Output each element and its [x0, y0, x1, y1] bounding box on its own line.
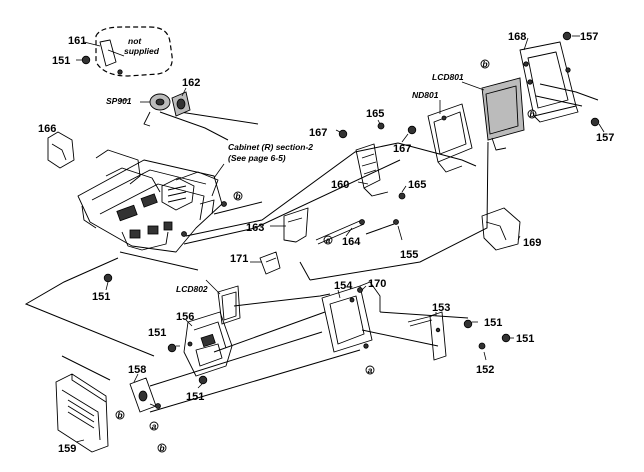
marker-b-2: b: [529, 109, 534, 119]
part-163-bracket: [283, 207, 309, 243]
label-163: 163: [246, 222, 264, 234]
label-166: 166: [38, 123, 56, 135]
part-159-cover: [55, 373, 109, 453]
screw-157-a-icon: [562, 31, 572, 41]
label-154: 154: [334, 280, 353, 292]
label-169: 169: [523, 237, 541, 249]
marker-a-2: a: [368, 365, 373, 375]
label-171: 171: [230, 253, 248, 265]
label-164: 164: [342, 236, 361, 248]
screws: [81, 31, 600, 409]
part-160-bracket: [355, 143, 389, 197]
label-155: 155: [400, 249, 418, 261]
label-151-d: 151: [516, 333, 534, 345]
lcd801-panel: [481, 77, 525, 151]
speaker-sp901: [143, 93, 171, 127]
part-166-bracket: [47, 131, 75, 169]
part-labels: 161 151 162 166 168 157 157 165 167 167 …: [38, 31, 614, 455]
part-162-holder: [171, 91, 191, 117]
leader-lines: [75, 35, 605, 443]
label-151-e: 151: [148, 327, 166, 339]
screw-151-b-icon: [103, 273, 113, 283]
screw-165-b-icon: [398, 192, 406, 200]
note-cabinet-section: Cabinet (R) section-2: [228, 142, 313, 152]
marker-b-3: b: [235, 191, 240, 201]
label-157-b: 157: [596, 132, 614, 144]
label-156: 156: [176, 311, 194, 323]
screw-155-icon: [393, 219, 399, 225]
screw-151-f-icon: [198, 375, 208, 385]
screw-167-a-icon: [338, 129, 348, 139]
label-168: 168: [508, 31, 526, 43]
label-167-b: 167: [393, 143, 411, 155]
part-154-frame: [321, 281, 381, 353]
reference-markers: b b b a a a b b: [115, 59, 537, 453]
label-152: 152: [476, 364, 494, 376]
part-156-holder: [183, 311, 233, 377]
marker-a-3: a: [152, 421, 157, 431]
label-165-b: 165: [408, 179, 426, 191]
marker-b-1: b: [482, 59, 487, 69]
label-153: 153: [432, 302, 450, 314]
note-not: not: [128, 36, 142, 46]
part-169-bracket: [481, 207, 521, 251]
note-supplied: supplied: [124, 46, 160, 56]
label-151-c: 151: [484, 317, 502, 329]
ref-nd801: ND801: [412, 90, 439, 100]
screw-157-b-icon: [590, 117, 600, 127]
label-151-a: 151: [52, 55, 70, 67]
label-151-b: 151: [92, 291, 110, 303]
label-162: 162: [182, 77, 200, 89]
screw-151-c-icon: [167, 343, 177, 353]
label-170: 170: [368, 278, 386, 290]
lcd802-panel: [217, 285, 241, 325]
part-171-clip: [259, 251, 281, 275]
label-161: 161: [68, 35, 86, 47]
part-164-shaft: [315, 219, 365, 245]
reference-designators: SP901 LCD801 ND801 LCD802: [106, 72, 464, 294]
marker-a-1: a: [326, 235, 331, 245]
screw-151-a-icon: [81, 55, 91, 65]
screw-170-icon: [357, 287, 363, 293]
marker-b-4: b: [117, 410, 122, 420]
ref-lcd802: LCD802: [176, 284, 208, 294]
wire-harness-lines: [24, 83, 599, 413]
part-153-bracket: [407, 311, 447, 361]
marker-b-5: b: [159, 443, 164, 453]
not-supplied-callout: [95, 26, 173, 77]
screw-151-d-icon: [463, 319, 473, 329]
label-151-f: 151: [186, 391, 204, 403]
screw-158-icon: [155, 403, 161, 409]
label-167-a: 167: [309, 127, 327, 139]
label-158: 158: [128, 364, 146, 376]
label-160: 160: [331, 179, 349, 191]
label-165-a: 165: [366, 108, 384, 120]
screw-165-a-icon: [377, 122, 385, 130]
main-chassis-frame: [77, 149, 227, 253]
screw-152-icon: [478, 342, 486, 350]
label-159: 159: [58, 443, 76, 455]
notes: not supplied Cabinet (R) section-2 (See …: [124, 36, 313, 163]
part-168-frame: [519, 41, 579, 123]
screw-151-e-icon: [501, 333, 511, 343]
ref-sp901: SP901: [106, 96, 132, 106]
label-157-a: 157: [580, 31, 598, 43]
nd801-frame: [427, 103, 473, 173]
note-see-page: (See page 6-5): [228, 153, 286, 163]
ref-lcd801: LCD801: [432, 72, 464, 82]
screw-167-b-icon: [407, 125, 417, 135]
